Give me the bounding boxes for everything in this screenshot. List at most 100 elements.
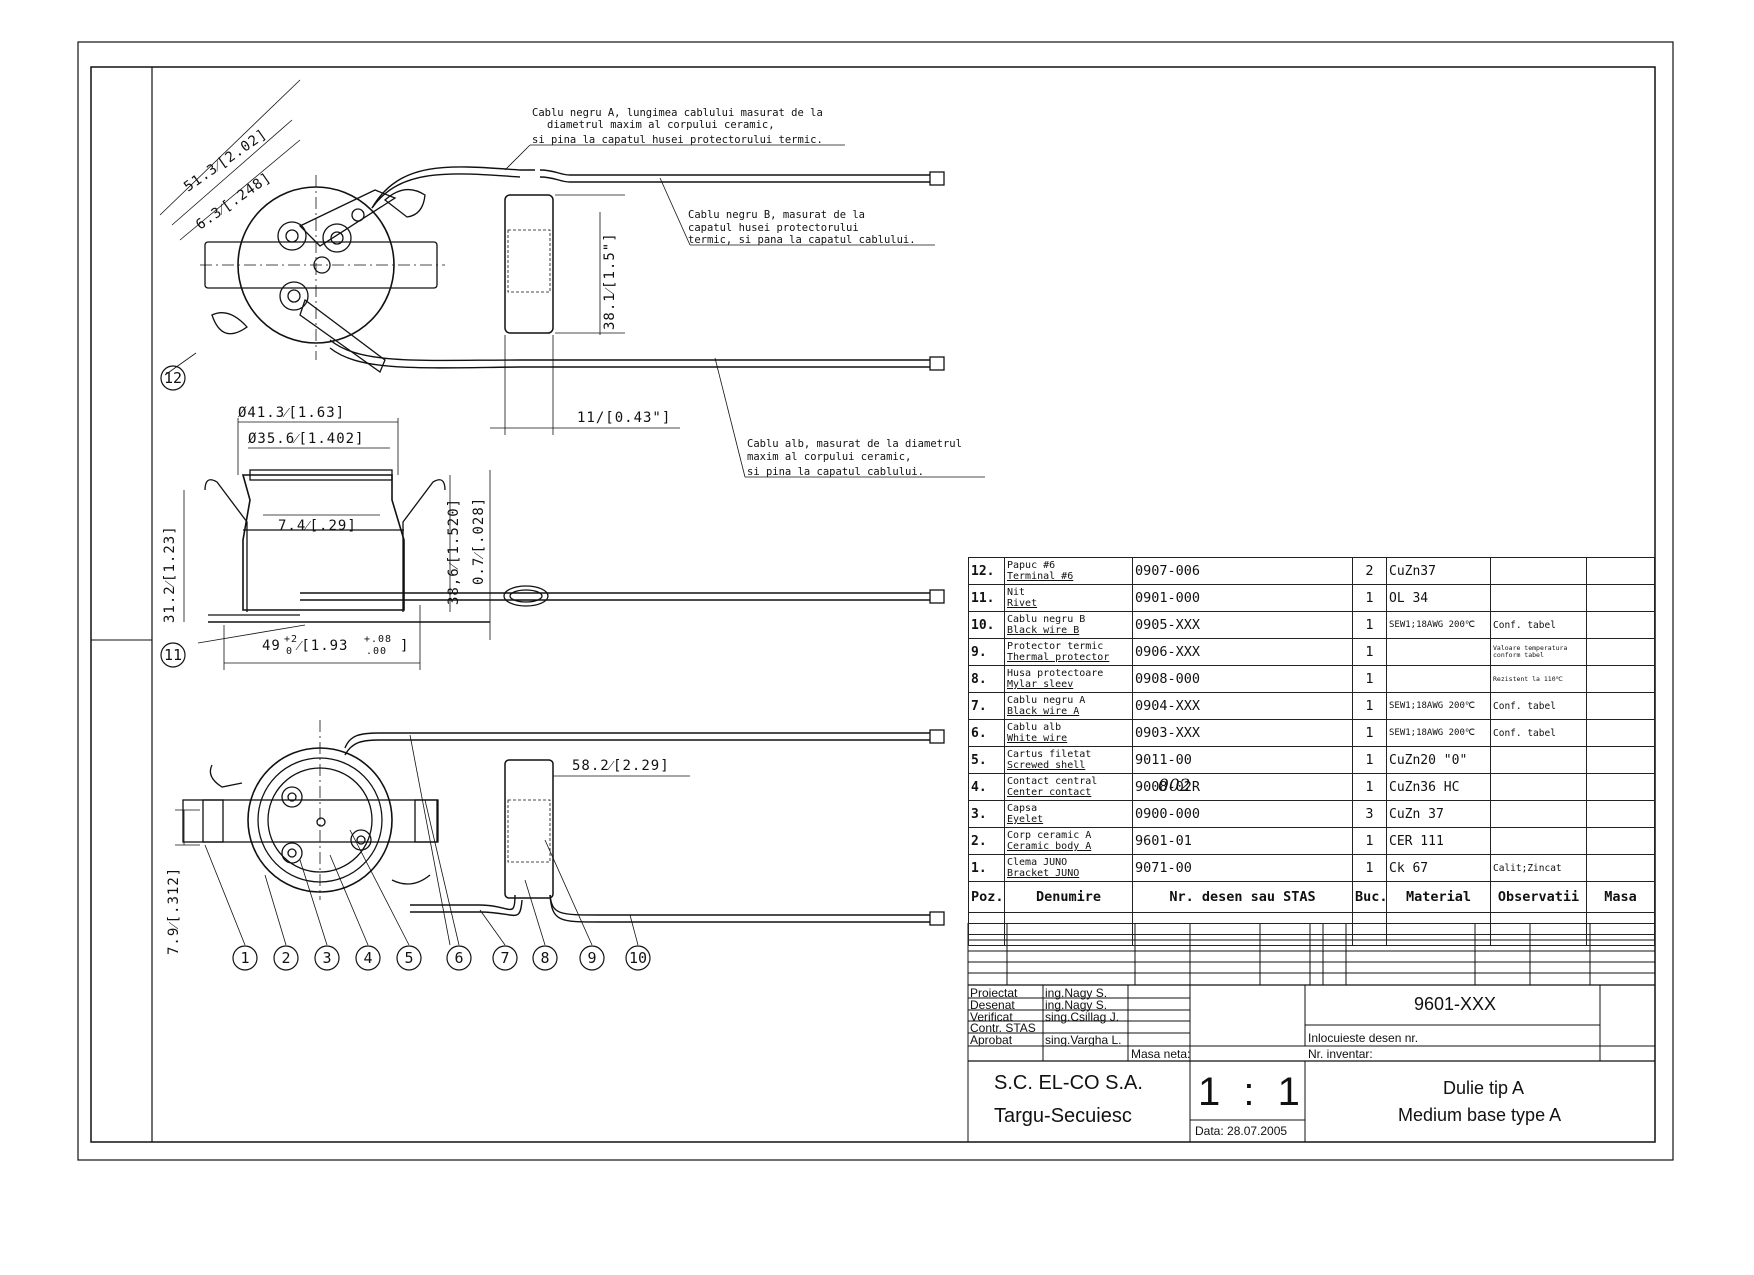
balloon-1: 1 [240, 949, 249, 967]
part-name-en: Black wire A [1007, 706, 1080, 717]
blank-cell [1490, 934, 1587, 946]
balloon-labels: 12 11 1 2 3 4 5 6 7 8 9 10 [164, 369, 647, 967]
blank-cell [1132, 934, 1353, 946]
balloon-9: 9 [587, 949, 596, 967]
dim-49-tol2-low: .00 [366, 646, 387, 657]
blank-cell [1586, 923, 1655, 935]
part-poz: 5. [968, 746, 1005, 774]
part-poz: 1. [968, 854, 1005, 882]
part-name-ro: Husa protectoare [1007, 668, 1104, 679]
part-quantity: 1 [1352, 854, 1387, 882]
part-quantity: 1 [1352, 638, 1387, 666]
title-ro: Dulie tip A [1443, 1078, 1525, 1098]
part-name-en: Ceramic body A [1007, 841, 1092, 852]
blank-cell [1352, 934, 1387, 946]
part-material: CuZn36 HC [1386, 773, 1491, 801]
balloon-11: 11 [164, 646, 182, 664]
note-white-2: maxim al corpului ceramic, [747, 451, 911, 463]
part-material: SEW1;18AWG 200℃ [1386, 611, 1491, 639]
part-material: SEW1;18AWG 200℃ [1386, 719, 1491, 747]
note-white-3: si pina la capatul cablului. [747, 466, 924, 478]
part-name-en: Terminal #6 [1007, 571, 1074, 582]
parts-header-row: Poz. Denumire Nr. desen sau STAS Buc. Ma… [968, 881, 1655, 913]
part-poz: 10. [968, 611, 1005, 639]
blank-cell [968, 923, 1005, 935]
part-poz: 2. [968, 827, 1005, 855]
balloon-6: 6 [454, 949, 463, 967]
part-quantity: 1 [1352, 719, 1387, 747]
part-material [1386, 638, 1491, 666]
header-obs: Observatii [1490, 881, 1587, 913]
part-observations [1490, 557, 1587, 585]
part-name-en: Thermal protector [1007, 652, 1110, 663]
part-material: Ck 67 [1386, 854, 1491, 882]
part-mass [1586, 557, 1655, 585]
bottom-view [182, 720, 945, 926]
blank-cell [1586, 912, 1655, 924]
dim-7-4: 7.4⁄[.29] [278, 518, 357, 534]
part-material: SEW1;18AWG 200℃ [1386, 692, 1491, 720]
top-view [200, 166, 945, 374]
drawing-number: 9601-XXX [1414, 994, 1497, 1014]
dim-49-close: ] [400, 638, 409, 654]
part-mass [1586, 827, 1655, 855]
balloon-2: 2 [281, 949, 290, 967]
part-mass [1586, 665, 1655, 693]
part-observations: Conf. tabel [1490, 719, 1587, 747]
drawing-date: Data: 28.07.2005 [1195, 1124, 1288, 1138]
dim-0-7: 0.7⁄[.028] [471, 497, 487, 585]
part-poz: 11. [968, 584, 1005, 612]
part-quantity: 2 [1352, 557, 1387, 585]
part-name-en: White wire [1007, 733, 1068, 744]
part-material: CER 111 [1386, 827, 1491, 855]
part-material: CuZn37 [1386, 557, 1491, 585]
part-poz: 9. [968, 638, 1005, 666]
blank-cell [1586, 934, 1655, 946]
part-quantity: 1 [1352, 827, 1387, 855]
note-white-1: Cablu alb, masurat de la diametrul [747, 438, 962, 450]
header-poz: Poz. [968, 881, 1005, 913]
part-drawing-no: 9011-00 [1132, 746, 1353, 774]
part-quantity: 1 [1352, 584, 1387, 612]
part-mass [1586, 773, 1655, 801]
outer-frame [77, 41, 1674, 1161]
balloon-5: 5 [404, 949, 413, 967]
dim-49-tol2-up: +.08 [364, 634, 392, 645]
part-name-ro: Cartus filetat [1007, 749, 1092, 760]
note-black-a-3: si pina la capatul husei protectorului t… [532, 134, 823, 146]
part-name-ro: Capsa [1007, 803, 1038, 814]
part-drawing-no: 9601-01 [1132, 827, 1353, 855]
part-observations [1490, 827, 1587, 855]
blank-cell [1386, 912, 1491, 924]
parts-blank-row [968, 912, 1655, 924]
part-name-ro: Corp ceramic A [1007, 830, 1092, 841]
part-name-en: Bracket JUNO [1007, 868, 1080, 879]
blank-cell [1004, 923, 1133, 935]
name-5: sing.Vargha L. [1045, 1033, 1122, 1047]
part-name-ro: Cablu negru A [1007, 695, 1086, 706]
part-observations: Conf. tabel [1490, 692, 1587, 720]
inner-frame [90, 66, 1656, 1143]
role-3: Verificat [970, 1010, 1013, 1024]
balloon-3: 3 [322, 949, 331, 967]
part-name-ro: Cablu alb [1007, 722, 1062, 733]
part-quantity: 1 [1352, 611, 1387, 639]
title-en: Medium base type A [1398, 1105, 1562, 1125]
header-material: Material [1386, 881, 1491, 913]
dim-49-tol-up: +2 [284, 634, 298, 645]
dim-49-bracket: ⁄[1.93 [295, 638, 348, 654]
replaces-drawing: Inlocuieste desen nr. [1308, 1031, 1419, 1045]
role-5: Aprobat [970, 1033, 1013, 1047]
name-3: sing.Csillag J. [1045, 1010, 1120, 1024]
part-observations: Rezistent la 110℃ [1490, 665, 1587, 693]
